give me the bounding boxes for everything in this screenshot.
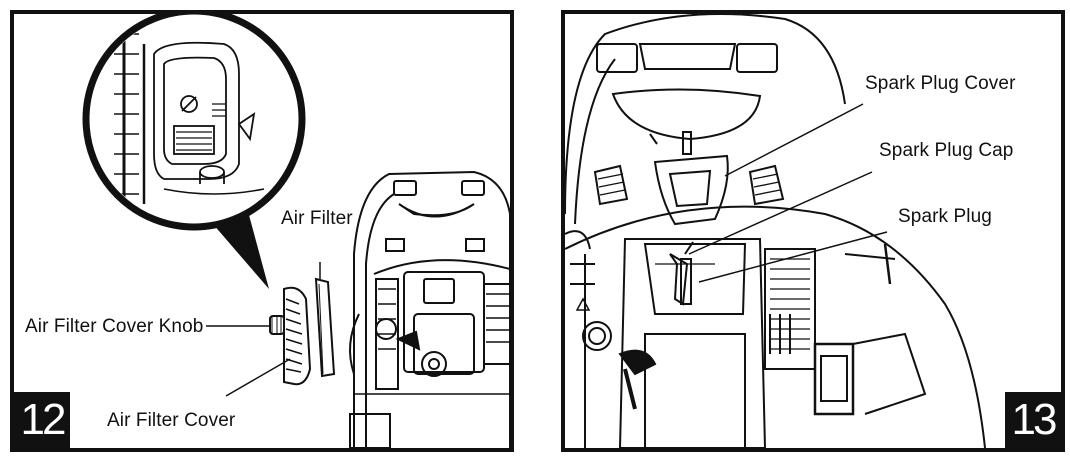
step-13-panel: Spark Plug Cover Spark Plug Cap Spark Pl… [561, 10, 1065, 452]
air-filter-cover-label: Air Filter Cover [107, 410, 236, 431]
air-filter-part [314, 277, 336, 378]
step-number-12: 12 [14, 392, 70, 448]
spark-plug-cap-label: Spark Plug Cap [879, 140, 1014, 161]
air-filter-cover-part [269, 286, 312, 386]
spark-plug-cover-label: Spark Plug Cover [865, 73, 1016, 94]
step-13-illustration [565, 14, 986, 448]
blower-body-illustration [565, 14, 986, 448]
air-filter-cover-leader-line [225, 358, 291, 397]
step-12-illustration [82, 14, 510, 448]
step-12-panel: Air Filter Air Filter Cover Knob Air Fil… [10, 10, 514, 452]
air-filter-label: Air Filter [281, 208, 353, 229]
magnified-inset [82, 14, 306, 289]
spark-plug-cap-leader-line [688, 171, 873, 255]
blower-body-illustration [349, 170, 510, 448]
step-number-13: 13 [1005, 392, 1061, 448]
air-filter-cover-knob-label: Air Filter Cover Knob [25, 316, 204, 337]
spark-plug-cover-leader-line [724, 103, 864, 177]
spark-plug-leader-line [698, 231, 888, 283]
spark-plug-label: Spark Plug [898, 206, 992, 227]
